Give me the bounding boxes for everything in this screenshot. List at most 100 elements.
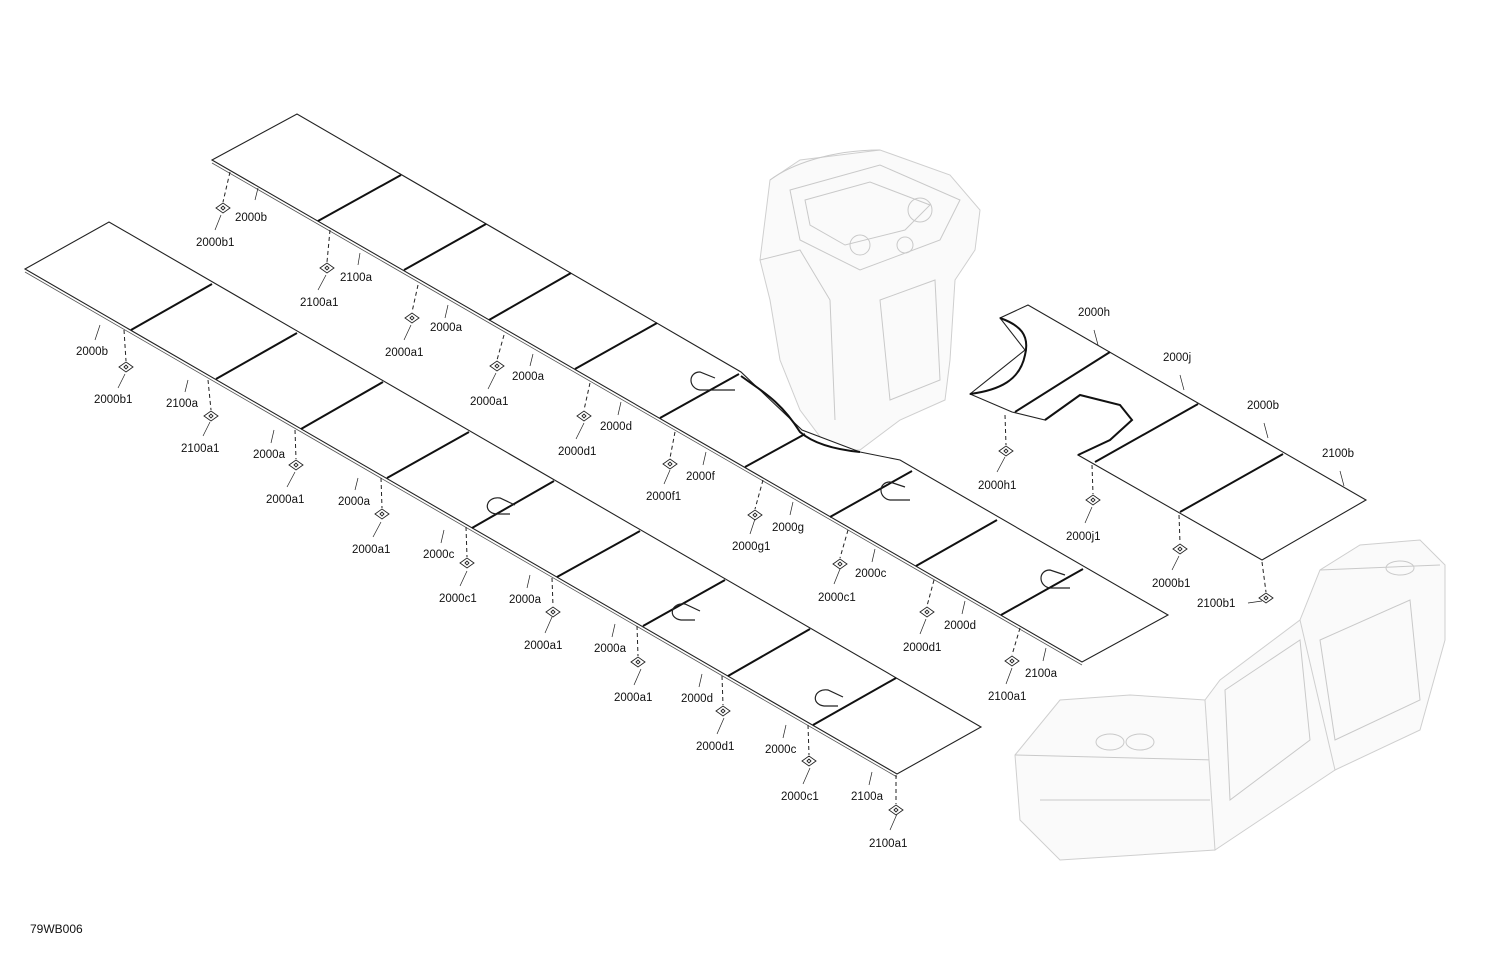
- part-callout: 2000a: [512, 371, 545, 383]
- fastener-clip: [662, 458, 678, 470]
- fastener-clip: [1004, 655, 1020, 667]
- part-callout: 2100a1: [300, 297, 338, 309]
- part-callout: 2000b1: [1152, 578, 1190, 590]
- part-callout: 2000a1: [470, 396, 508, 408]
- ghost-seating: [1014, 539, 1446, 861]
- part-callout: 2000b: [76, 346, 108, 358]
- leader-line: [270, 429, 275, 444]
- part-callout: 2000g1: [732, 541, 770, 553]
- part-callout: 2000j1: [1066, 531, 1101, 543]
- part-callout: 2000a: [253, 449, 286, 461]
- leader-line: [1171, 555, 1180, 571]
- leader-line: [440, 529, 445, 544]
- leader-line: [1339, 470, 1345, 487]
- projection-line: [807, 724, 810, 756]
- leader-line: [354, 477, 359, 491]
- leader-line: [749, 518, 756, 535]
- leader-line: [317, 274, 327, 291]
- part-callout: 2000a: [509, 594, 542, 606]
- projection-line: [465, 526, 468, 558]
- part-callout: 2000c: [423, 549, 455, 561]
- part-callout: 2000a1: [385, 347, 423, 359]
- leader-line: [202, 421, 211, 437]
- leader-line: [459, 570, 468, 587]
- projection-line: [754, 479, 764, 510]
- leader-line: [286, 471, 296, 488]
- fastener-clip: [1172, 543, 1188, 555]
- part-callout: 2100b1: [1197, 598, 1235, 610]
- fastener-clip: [404, 312, 420, 324]
- fastener-clip: [1258, 592, 1274, 604]
- deck-strip-lower: [23, 221, 983, 778]
- part-callout: 2000b: [235, 212, 267, 224]
- projection-line: [1178, 514, 1181, 544]
- part-callout: 2000b1: [196, 237, 234, 249]
- drawing-code: 79WB006: [30, 922, 83, 936]
- part-callout: 2000h: [1078, 307, 1110, 319]
- part-callout: 2000d: [600, 421, 632, 433]
- callout-layer: 2000b 2000b1 2100a 2100a1 2000a 2000a1 2000a 20…: [76, 171, 1354, 850]
- fastener-clip: [747, 509, 763, 521]
- part-callout: 2000a: [430, 322, 463, 334]
- leader-line: [961, 600, 966, 615]
- part-callout: 2100a: [166, 398, 199, 410]
- leader-line: [633, 668, 642, 686]
- projection-line: [551, 577, 554, 607]
- leader-line: [782, 724, 787, 739]
- leader-line: [372, 521, 382, 538]
- fastener-clip: [888, 804, 904, 816]
- part-callout: 2000c1: [439, 593, 477, 605]
- fastener-clip: [319, 262, 335, 274]
- fastener-clip: [203, 410, 219, 422]
- projection-line: [669, 431, 676, 459]
- part-callout: 2000a1: [524, 640, 562, 652]
- leader-line: [1093, 329, 1099, 346]
- fastener-clip: [489, 360, 505, 372]
- leader-line: [611, 623, 616, 638]
- part-callout: 2000a1: [266, 494, 304, 506]
- projection-line: [636, 625, 639, 657]
- projection-line: [1261, 561, 1267, 593]
- projection-line: [839, 529, 849, 559]
- leader-line: [487, 372, 497, 390]
- part-callout: 2000d: [681, 693, 713, 705]
- leader-line: [254, 187, 259, 201]
- part-callout: 2100a: [1025, 668, 1058, 680]
- part-callout: 2000h1: [978, 480, 1016, 492]
- part-callout: 2000g: [772, 522, 804, 534]
- projection-line: [222, 171, 231, 203]
- part-callout: 2000b1: [94, 394, 132, 406]
- projection-line: [721, 675, 724, 706]
- part-callout: 2000d1: [696, 741, 734, 753]
- leader-line: [1042, 647, 1047, 662]
- part-callout: 2000d1: [558, 446, 596, 458]
- leader-line: [117, 373, 126, 389]
- projection-line: [496, 334, 505, 361]
- leader-line: [871, 548, 876, 563]
- leader-line: [702, 451, 707, 466]
- projection-line: [926, 579, 935, 607]
- leader-line: [868, 771, 873, 786]
- leader-line: [575, 422, 585, 440]
- fastener-clip: [288, 459, 304, 471]
- leader-line: [184, 379, 189, 393]
- projection-line: [411, 284, 419, 313]
- leader-line: [529, 353, 534, 367]
- part-callout: 2000j: [1163, 352, 1191, 364]
- leader-line: [1084, 506, 1093, 524]
- fastener-clip: [715, 705, 731, 717]
- fastener-clip: [545, 606, 561, 618]
- leader-line: [617, 401, 622, 416]
- fastener-clip: [576, 410, 592, 422]
- projection-line: [1091, 464, 1094, 495]
- part-callout: 2000c1: [818, 592, 856, 604]
- leader-line: [663, 469, 671, 485]
- leader-line: [1179, 374, 1185, 391]
- part-callout: 2000f: [686, 471, 716, 483]
- part-callout: 2000a: [338, 496, 371, 508]
- fastener-clip: [832, 558, 848, 570]
- ghost-console: [759, 149, 981, 451]
- leader-line: [444, 304, 449, 319]
- part-callout: 2000f1: [646, 491, 681, 503]
- fastener-clip: [630, 656, 646, 668]
